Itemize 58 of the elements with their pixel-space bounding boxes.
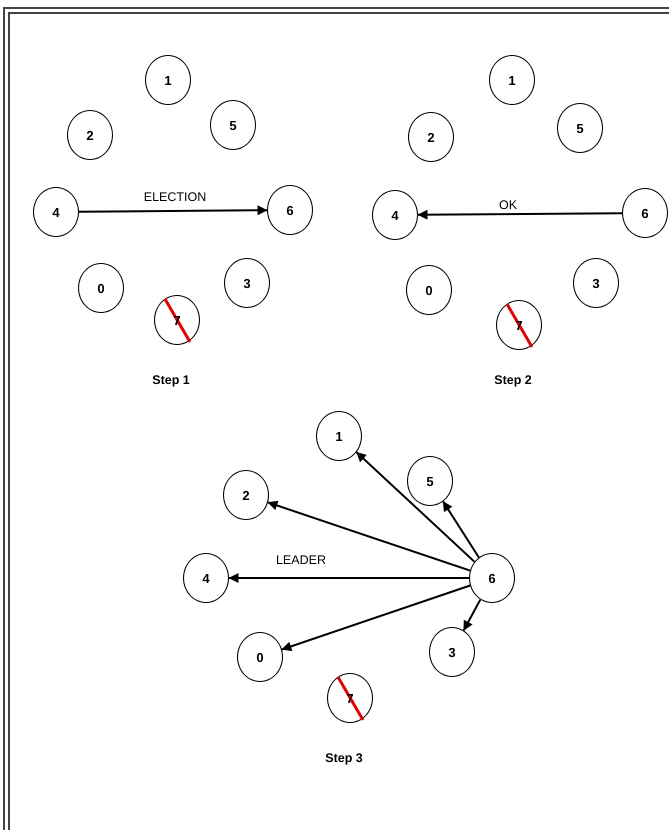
edge-label: ELECTION — [142, 190, 208, 204]
node-number: 3 — [243, 276, 251, 290]
process-circle — [154, 295, 200, 345]
node-number: 2 — [86, 128, 94, 142]
edge-label: OK — [496, 198, 520, 212]
process-circle — [408, 112, 454, 162]
arrow — [462, 599, 482, 631]
arrow — [228, 573, 469, 583]
node-number: 4 — [391, 208, 399, 222]
node-number: 5 — [229, 118, 237, 132]
step-label: Step 1 — [152, 373, 190, 387]
process-circle — [573, 258, 619, 308]
arrow — [281, 584, 470, 652]
process-circle — [78, 263, 124, 313]
process-circle — [429, 627, 475, 677]
arrow — [268, 500, 470, 572]
process-circle — [33, 187, 79, 237]
node-number: 2 — [427, 130, 435, 144]
step-label: Step 3 — [325, 751, 363, 765]
step-label: Step 2 — [494, 373, 532, 387]
process-circle — [406, 265, 452, 315]
node-number: 4 — [52, 204, 60, 220]
node-number: 6 — [286, 202, 294, 218]
node-number: 1 — [164, 72, 172, 88]
arrow — [442, 500, 480, 558]
arrow — [79, 205, 268, 216]
process-circle — [557, 103, 603, 153]
process-circle — [327, 673, 373, 723]
node-number: 6 — [488, 570, 496, 586]
process-circle — [267, 185, 313, 235]
arrow — [418, 210, 622, 220]
process-circle — [316, 411, 362, 461]
node-number: 6 — [641, 206, 649, 220]
process-circle — [237, 632, 283, 682]
node-number: 4 — [202, 570, 210, 586]
arrow — [356, 451, 476, 563]
process-circle — [469, 553, 515, 603]
process-circle — [407, 456, 453, 506]
process-circle — [224, 258, 270, 308]
process-circle — [223, 470, 269, 520]
process-circle — [183, 553, 229, 603]
node-number: 0 — [425, 282, 433, 298]
node-number: 0 — [97, 280, 105, 296]
process-circle — [622, 188, 668, 238]
node-number: 3 — [592, 276, 600, 290]
node-number: 1 — [335, 428, 343, 444]
process-circle — [496, 300, 542, 350]
node-number: 5 — [576, 120, 584, 136]
process-circle — [372, 190, 418, 240]
process-circle — [145, 55, 191, 105]
process-circle — [210, 100, 256, 150]
node-number: 3 — [448, 644, 456, 660]
node-number: 0 — [256, 650, 264, 664]
node-number: 1 — [508, 72, 516, 88]
process-circle — [67, 110, 113, 160]
node-number: 5 — [426, 474, 434, 488]
process-circle — [489, 55, 535, 105]
node-number: 2 — [242, 488, 250, 502]
